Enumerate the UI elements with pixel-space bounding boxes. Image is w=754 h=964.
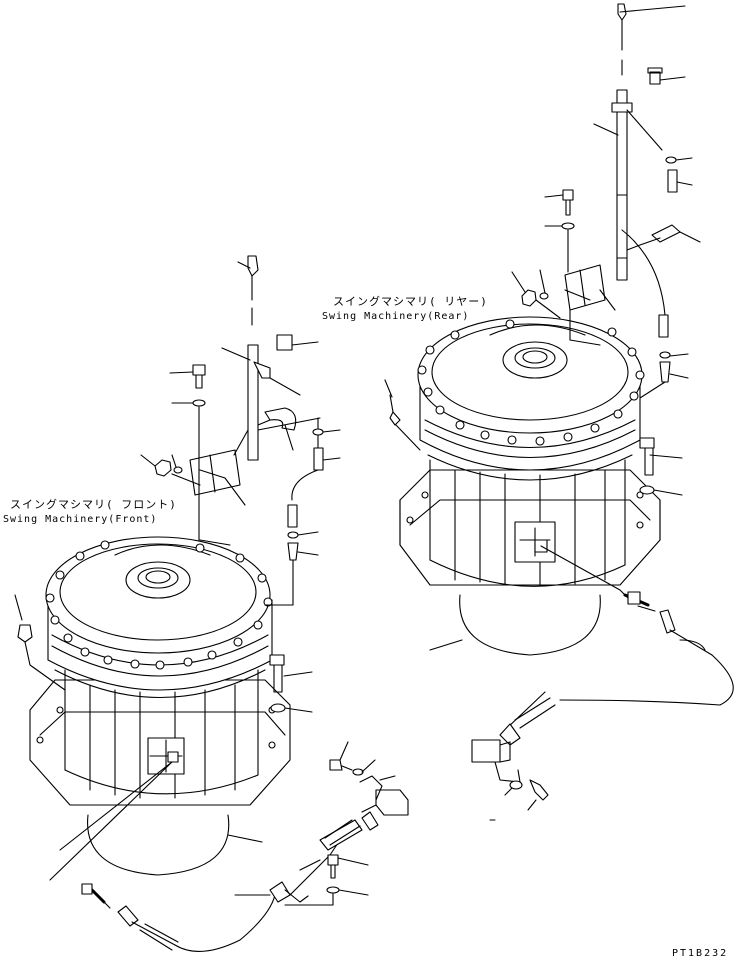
rear-label-en: Swing Machinery(Rear)	[322, 311, 470, 322]
drawing-code: PT1B232	[672, 948, 729, 959]
rear-label-jp: スイングマシマリ( リヤー)	[333, 295, 488, 308]
front-leaders	[269, 654, 313, 713]
front-label-en: Swing Machinery(Front)	[3, 514, 158, 525]
front-swing-machinery	[14, 536, 291, 881]
rear-swing-machinery	[384, 316, 661, 656]
front-hose	[81, 741, 409, 952]
front-label-jp: スイングマシマリ( フロント)	[10, 498, 177, 511]
front-dipstick	[140, 255, 341, 606]
rear-hose	[471, 591, 734, 821]
rear-dipstick	[511, 3, 701, 399]
rear-leaders	[429, 437, 683, 651]
